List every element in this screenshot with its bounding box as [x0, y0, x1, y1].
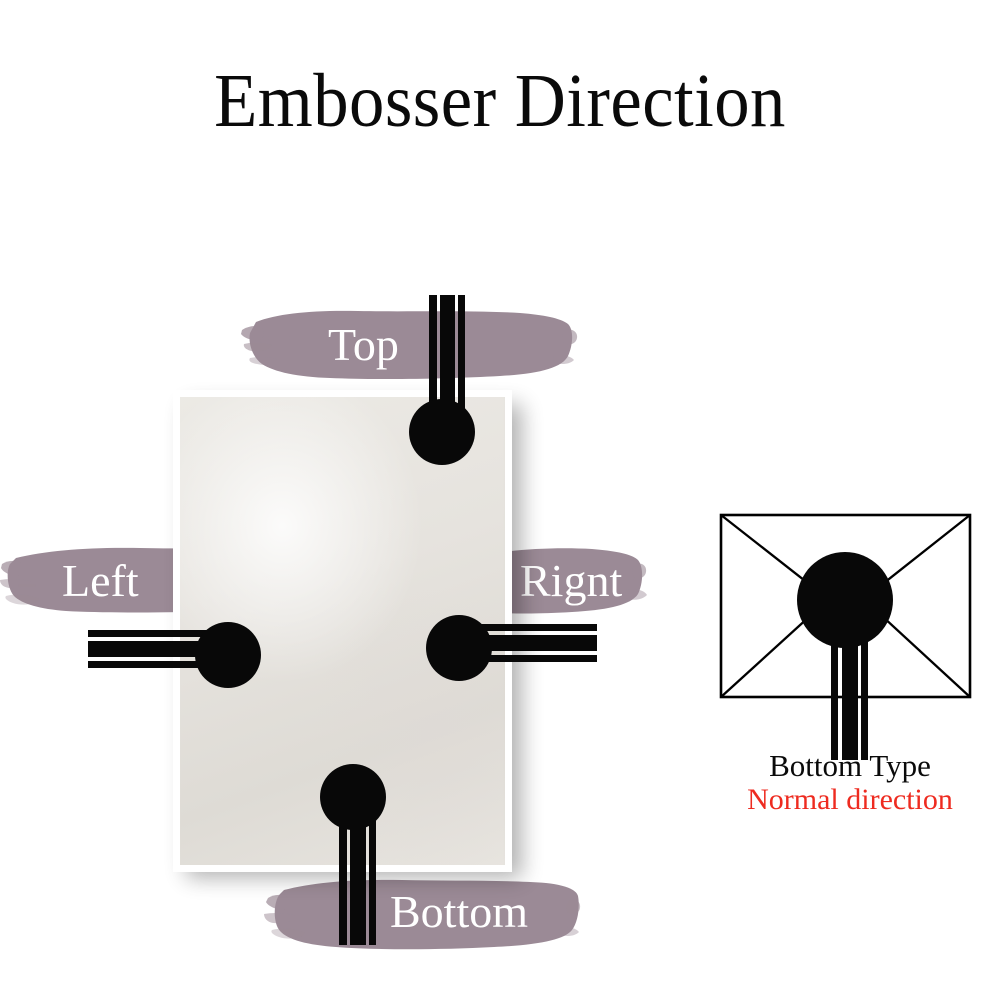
- envelope-example: Bottom Type Normal direction: [700, 500, 1000, 820]
- envelope-caption-secondary: Normal direction: [747, 783, 953, 816]
- brush-stroke-right: Rignt: [488, 538, 648, 620]
- embosser-tool-top: [405, 295, 485, 475]
- direction-label-left: Left: [62, 555, 139, 606]
- direction-label-top: Top: [328, 319, 399, 370]
- envelope-caption-primary: Bottom Type: [769, 748, 931, 783]
- brush-stroke-bottom: Bottom: [262, 870, 582, 956]
- embosser-tool-bottom: [316, 762, 396, 952]
- embosser-tool-right: [422, 612, 602, 688]
- embosser-tool-left: [88, 618, 268, 694]
- embosser-tool-envelope: [797, 552, 893, 760]
- page-title: Embosser Direction: [214, 59, 786, 143]
- brush-stroke-top: Top: [238, 300, 578, 384]
- direction-label-right: Rignt: [520, 555, 623, 606]
- direction-label-bottom: Bottom: [390, 886, 529, 937]
- paper-deckle-top: [173, 390, 512, 397]
